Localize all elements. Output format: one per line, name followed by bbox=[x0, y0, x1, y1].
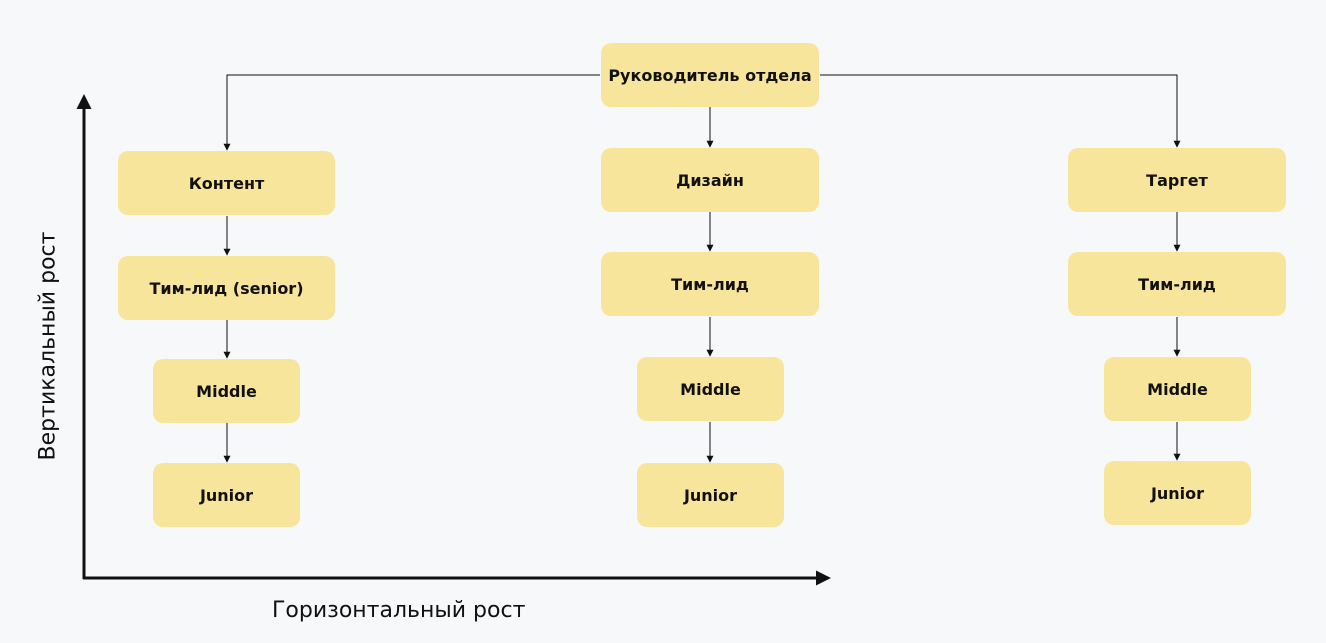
node-content-middle: Middle bbox=[153, 359, 300, 423]
node-target-team-lead: Тим-лид bbox=[1068, 252, 1286, 316]
connector-head-to-content bbox=[223, 74, 600, 151]
node-content: Контент bbox=[118, 151, 335, 215]
node-content-team-lead: Тим-лид (senior) bbox=[118, 256, 335, 320]
connector-head-to-target bbox=[820, 74, 1181, 148]
node-design-team-lead: Тим-лид bbox=[601, 252, 819, 316]
node-design-middle: Middle bbox=[637, 357, 784, 421]
y-axis-label: Вертикальный рост bbox=[35, 231, 61, 461]
node-content-junior: Junior bbox=[153, 463, 300, 527]
x-axis-label: Горизонтальный рост bbox=[272, 598, 526, 623]
node-target-junior: Junior bbox=[1104, 461, 1251, 525]
node-design-junior: Junior bbox=[637, 463, 784, 527]
node-design: Дизайн bbox=[601, 148, 819, 212]
node-head-of-department: Руководитель отдела bbox=[601, 43, 819, 107]
node-target: Таргет bbox=[1068, 148, 1286, 212]
node-target-middle: Middle bbox=[1104, 357, 1251, 421]
